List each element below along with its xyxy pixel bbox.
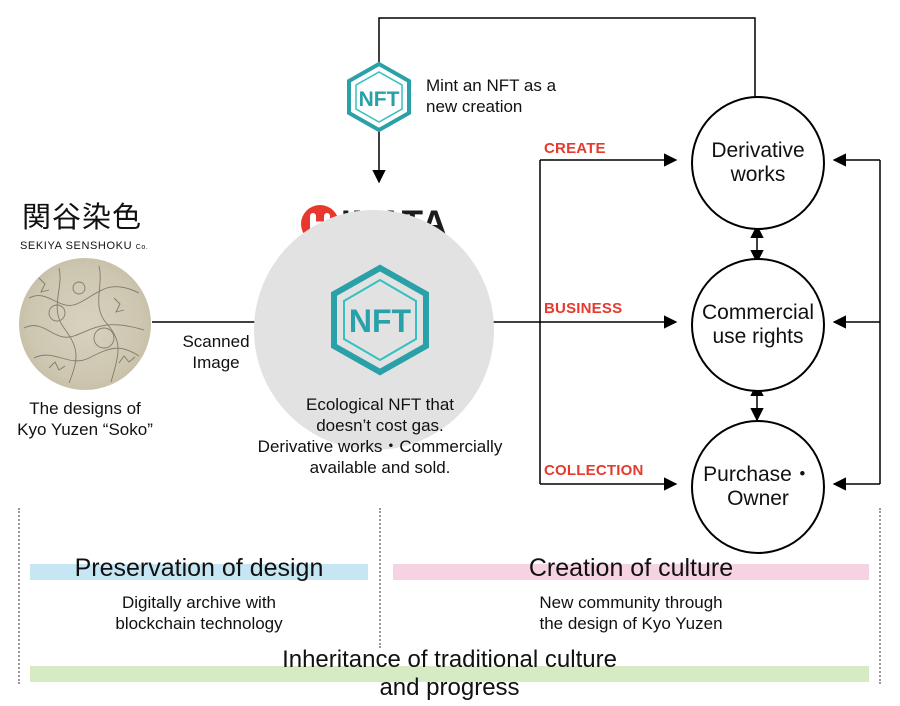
creation-subtitle: New community through the design of Kyo … xyxy=(539,593,723,633)
node-derivative-works: Derivative works xyxy=(691,96,825,230)
design-caption: The designs of Kyo Yuzen “Soko” xyxy=(17,399,153,439)
scanned-image-label: Scanned Image xyxy=(182,332,250,372)
central-nft-icon-text: NFT xyxy=(349,303,412,339)
flow-label-collection: COLLECTION xyxy=(544,462,644,479)
company-roman: SEKIYA SENSHOKU xyxy=(20,240,133,252)
design-pattern xyxy=(23,265,145,384)
preservation-title: Preservation of design xyxy=(74,554,324,582)
flow-label-create: CREATE xyxy=(544,140,606,157)
node-commercial-label: Commercial use rights xyxy=(701,301,814,348)
mint-nft-icon-text: NFT xyxy=(359,88,400,111)
node-purchase-owner: Purchase・ Owner xyxy=(691,420,825,554)
separator-left xyxy=(18,508,20,684)
company-suffix: Co. xyxy=(135,244,149,251)
inheritance-title: Inheritance of traditional culture and p… xyxy=(282,646,617,701)
separator-middle xyxy=(379,508,381,648)
loop-connector xyxy=(378,17,756,100)
company-kanji: 関谷染色 xyxy=(22,200,143,234)
center-caption: Ecological NFT that doesn’t cost gas. De… xyxy=(257,395,503,477)
creation-band xyxy=(393,564,869,580)
central-nft-icon: NFT xyxy=(328,264,432,381)
flow-label-business: BUSINESS xyxy=(544,300,623,317)
mint-label: Mint an NFT as a new creation xyxy=(426,76,557,116)
mint-nft-icon: NFT xyxy=(346,61,412,137)
creation-title: Creation of culture xyxy=(528,554,734,582)
preservation-band xyxy=(30,564,368,580)
preservation-subtitle: Digitally archive with blockchain techno… xyxy=(115,593,283,633)
node-commercial-use-rights: Commercial use rights xyxy=(691,258,825,392)
node-derivative-label: Derivative works xyxy=(711,139,805,186)
node-purchase-label: Purchase・ Owner xyxy=(703,463,813,510)
separator-right xyxy=(879,508,881,684)
kyo-yuzen-design-image xyxy=(19,258,151,390)
company-logo: 関谷染色 SEKIYA SENSHOKU Co. xyxy=(20,194,160,252)
inheritance-band xyxy=(30,666,869,682)
